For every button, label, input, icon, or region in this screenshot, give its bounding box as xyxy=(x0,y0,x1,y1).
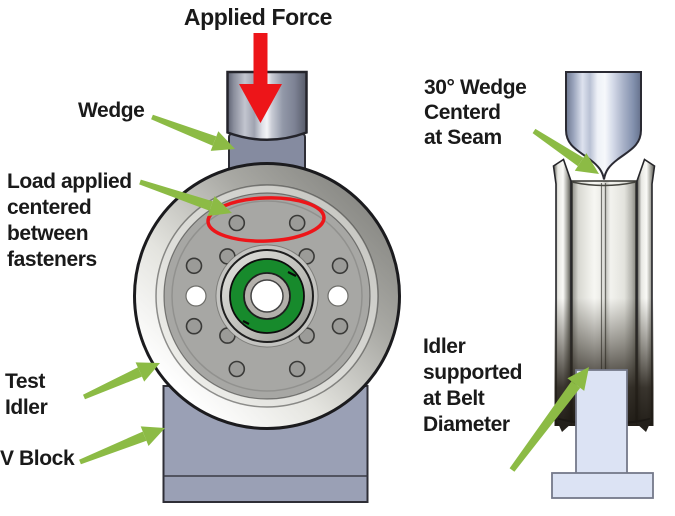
applied-force-arrow xyxy=(239,33,282,123)
side-through-holes xyxy=(185,285,349,307)
outer-bolt-holes xyxy=(185,214,349,378)
test-idler-wheel xyxy=(133,162,401,430)
idler-supported-arrow xyxy=(509,367,589,472)
label-load-applied: Load applied centered between fasteners xyxy=(7,170,132,271)
callout-arrows xyxy=(79,114,599,472)
label-idler-supported: Idler supported at Belt Diameter xyxy=(423,335,523,436)
bearing xyxy=(215,244,319,348)
label-wedge-30: 30° Wedge Centerd at Seam xyxy=(424,76,527,149)
load-applied-arrow xyxy=(139,179,232,216)
v-block-arrow xyxy=(79,426,165,465)
side-wedge xyxy=(565,71,642,180)
front-view xyxy=(133,33,401,503)
label-test-idler: Test Idler xyxy=(5,370,48,419)
test-idler-arrow xyxy=(83,362,160,400)
side-view xyxy=(551,71,656,499)
label-applied-force: Applied Force xyxy=(183,4,333,30)
wedge-arrow xyxy=(151,114,235,151)
label-wedge: Wedge xyxy=(78,99,145,122)
highlight-ellipse xyxy=(206,196,326,243)
wedge-30-arrow xyxy=(532,128,599,174)
label-v-block: V Block xyxy=(0,447,75,470)
